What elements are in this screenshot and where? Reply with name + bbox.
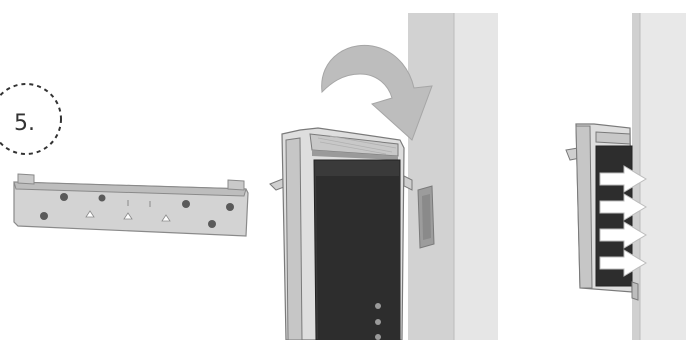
led-indicator <box>375 303 381 309</box>
bracket-hole <box>182 200 190 208</box>
bracket-hole <box>226 203 234 211</box>
step-number: 5. <box>14 111 35 136</box>
step-badge: 5. <box>0 84 61 154</box>
bracket-hole <box>99 195 106 202</box>
led-indicator <box>375 334 381 340</box>
bracket-hole <box>40 212 48 220</box>
led-indicator <box>375 319 381 325</box>
bracket-hole <box>208 220 216 228</box>
wall-middle <box>408 13 498 340</box>
bracket-hole <box>60 193 68 201</box>
wall-bracket <box>14 174 248 236</box>
device-tilted <box>270 128 412 340</box>
